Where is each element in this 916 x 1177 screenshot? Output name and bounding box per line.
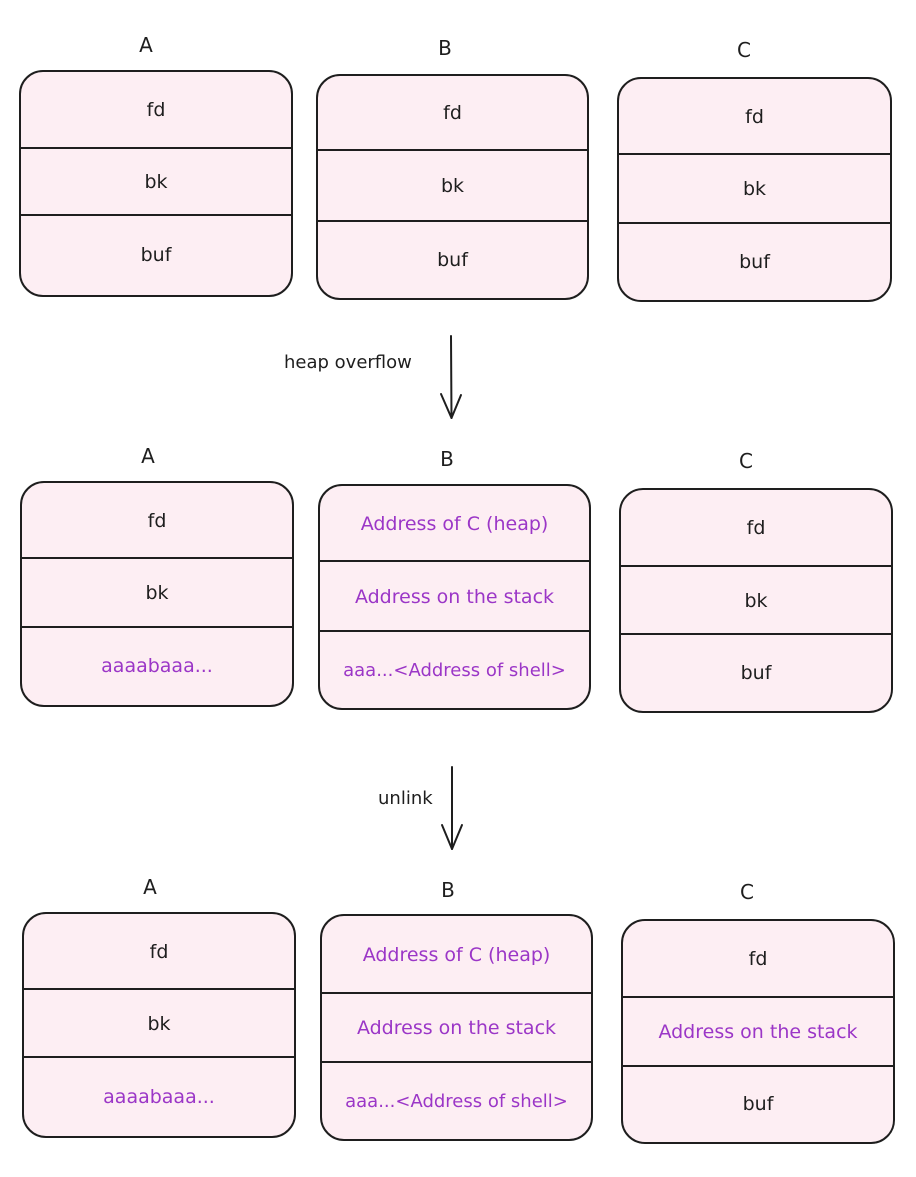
chunk-b-bk: Address on the stack <box>356 1017 557 1039</box>
chunk-a-buf: aaaabaaa... <box>103 1085 215 1108</box>
chunk-b-fd: fd <box>443 102 462 124</box>
divider <box>24 988 294 990</box>
chunk-a-label: A <box>139 33 153 57</box>
transition-label: unlink <box>378 788 433 809</box>
chunk-c-buf: buf <box>740 662 772 684</box>
chunk-a-buf: buf <box>140 244 172 266</box>
chunk-c-label: C <box>739 449 753 473</box>
chunk-a-fd: fd <box>149 940 169 963</box>
chunk-c-bk: bk <box>744 589 768 612</box>
chunk-b-label: B <box>441 878 455 902</box>
chunk-b: Address of C (heap) Address on the stack… <box>318 484 591 710</box>
divider <box>320 560 589 562</box>
chunk-c: fd Address on the stack buf <box>621 919 895 1144</box>
chunk-c-label: C <box>740 880 754 904</box>
down-arrow-icon <box>441 766 463 850</box>
divider <box>619 222 890 224</box>
divider <box>318 220 587 222</box>
chunk-b-label: B <box>440 447 454 471</box>
chunk-c-buf: buf <box>739 251 770 273</box>
chunk-a: fd bk buf <box>19 70 293 297</box>
chunk-a-bk: bk <box>144 171 168 193</box>
chunk-c-fd: fd <box>746 517 766 539</box>
transition-label: heap overflow <box>284 352 412 373</box>
chunk-a-bk: bk <box>145 582 169 604</box>
divider <box>322 992 591 994</box>
chunk-a-buf: aaaabaaa... <box>101 655 213 677</box>
divider <box>22 626 292 628</box>
chunk-c: fd bk buf <box>617 77 892 302</box>
divider <box>623 996 893 998</box>
chunk-c-bk: Address on the stack <box>658 1021 858 1043</box>
divider <box>320 630 589 632</box>
chunk-a-label: A <box>143 875 157 899</box>
chunk-a-label: A <box>141 444 155 468</box>
divider <box>621 633 891 635</box>
down-arrow-icon <box>440 335 462 419</box>
chunk-b-fd: Address of C (heap) <box>360 512 549 535</box>
chunk-c-bk: bk <box>742 178 767 200</box>
chunk-a: fd bk aaaabaaa... <box>22 912 296 1138</box>
divider <box>24 1056 294 1058</box>
divider <box>623 1065 893 1067</box>
chunk-c-buf: buf <box>742 1093 774 1115</box>
chunk-a-bk: bk <box>147 1012 171 1035</box>
chunk-c: fd bk buf <box>619 488 893 713</box>
divider <box>621 565 891 567</box>
chunk-b-bk: Address on the stack <box>354 585 555 608</box>
chunk-b: fd bk buf <box>316 74 589 300</box>
chunk-b-buf: buf <box>437 249 468 271</box>
divider <box>318 149 587 151</box>
divider <box>619 153 890 155</box>
chunk-b-label: B <box>438 36 452 60</box>
divider <box>322 1061 591 1063</box>
divider <box>21 214 291 216</box>
chunk-c-fd: fd <box>745 105 764 128</box>
chunk-b-buf: aaa...<Address of shell> <box>345 1090 568 1112</box>
divider <box>21 147 291 149</box>
chunk-b-bk: bk <box>440 175 465 197</box>
chunk-c-label: C <box>737 38 751 62</box>
chunk-a-fd: fd <box>146 99 166 121</box>
chunk-c-fd: fd <box>748 948 768 970</box>
chunk-b-fd: Address of C (heap) <box>362 943 551 966</box>
chunk-a-fd: fd <box>147 509 167 532</box>
chunk-b: Address of C (heap) Address on the stack… <box>320 914 593 1141</box>
chunk-b-buf: aaa...<Address of shell> <box>343 659 566 681</box>
chunk-a: fd bk aaaabaaa... <box>20 481 294 707</box>
divider <box>22 557 292 559</box>
